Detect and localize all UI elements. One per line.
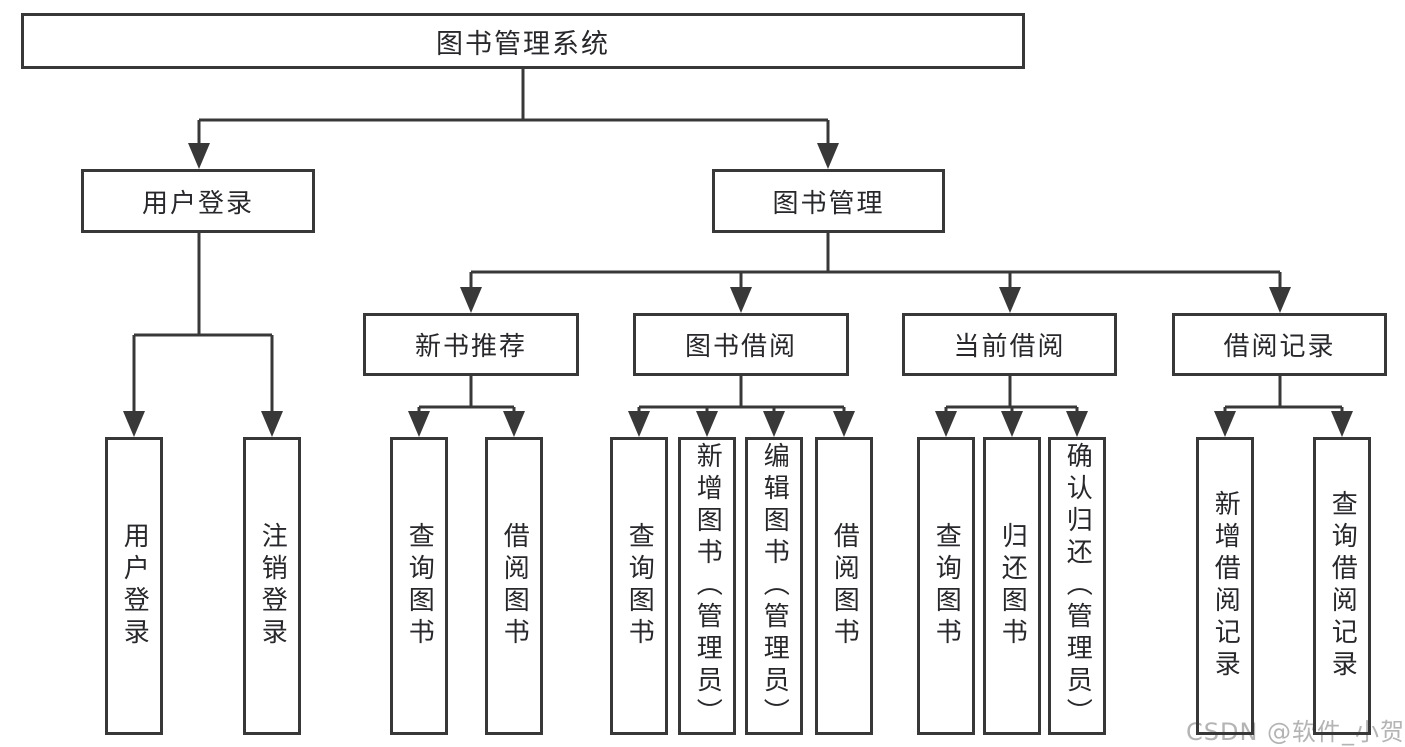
leaf-label: 用户登录 (119, 522, 150, 650)
leaf-return-books: 归还图书 (983, 437, 1041, 735)
node-borrow-records: 借阅记录 (1172, 313, 1387, 376)
leaf-logout-login: 注销登录 (243, 437, 301, 735)
leaf-user-login: 用户登录 (105, 437, 163, 735)
leaf-label: 借阅图书 (829, 522, 860, 650)
node-current-borrow: 当前借阅 (902, 313, 1117, 376)
arrow-icon (817, 143, 839, 169)
node-book-management: 图书管理 (712, 169, 945, 233)
leaf-borrow-books: 借阅图书 (815, 437, 873, 735)
leaf-label: 新增图书（管理员） (692, 442, 723, 730)
node-new-book-recommend: 新书推荐 (363, 313, 579, 376)
connector-records-group (1223, 376, 1344, 413)
arrowheads (123, 143, 1353, 437)
arrow-icon (935, 411, 957, 437)
leaf-query-books-borrow: 查询图书 (610, 437, 668, 735)
leaf-label: 查询图书 (624, 522, 655, 650)
leaf-query-books-current: 查询图书 (917, 437, 975, 735)
arrow-icon (408, 411, 430, 437)
leaf-label: 查询借阅记录 (1327, 490, 1358, 682)
arrow-icon (123, 411, 145, 437)
leaf-edit-books-admin: 编辑图书（管理员） (745, 437, 803, 735)
leaf-label: 新增借阅记录 (1210, 490, 1241, 682)
arrow-icon (1066, 411, 1088, 437)
connector-user-login-group (132, 233, 274, 413)
connector-root-stem (197, 69, 830, 145)
csdn-watermark: CSDN @软件_小贺同学 (1186, 718, 1405, 746)
connector-borrow-group (637, 376, 846, 413)
arrow-icon (999, 287, 1021, 313)
leaf-borrow-books-recommend: 借阅图书 (485, 437, 543, 735)
leaf-label: 借阅图书 (499, 522, 530, 650)
leaf-label: 注销登录 (257, 522, 288, 650)
arrow-icon (696, 411, 718, 437)
leaf-query-borrow-record: 查询借阅记录 (1313, 437, 1371, 735)
arrow-icon (628, 411, 650, 437)
leaf-query-books-recommend: 查询图书 (390, 437, 448, 735)
connector-current-group (944, 376, 1079, 413)
arrow-icon (730, 287, 752, 313)
leaf-label: 确认归还（管理员） (1062, 442, 1093, 730)
connector-recommend-group (417, 376, 516, 413)
arrow-icon (1001, 411, 1023, 437)
leaf-label: 归还图书 (997, 522, 1028, 650)
arrow-icon (460, 287, 482, 313)
leaf-confirm-return-admin: 确认归还（管理员） (1048, 437, 1106, 735)
connector-book-mgmt-group (469, 233, 1282, 289)
arrow-icon (763, 411, 785, 437)
arrow-icon (833, 411, 855, 437)
arrow-icon (261, 411, 283, 437)
arrow-icon (503, 411, 525, 437)
arrow-icon (1269, 287, 1291, 313)
leaf-add-borrow-record: 新增借阅记录 (1196, 437, 1254, 735)
node-user-login: 用户登录 (81, 169, 315, 233)
node-system-root: 图书管理系统 (21, 13, 1025, 69)
leaf-label: 编辑图书（管理员） (759, 442, 790, 730)
arrow-icon (1214, 411, 1236, 437)
leaf-add-books-admin: 新增图书（管理员） (678, 437, 736, 735)
arrow-icon (1331, 411, 1353, 437)
node-book-borrow: 图书借阅 (633, 313, 849, 376)
leaf-label: 查询图书 (931, 522, 962, 650)
arrow-icon (188, 143, 210, 169)
leaf-label: 查询图书 (404, 522, 435, 650)
